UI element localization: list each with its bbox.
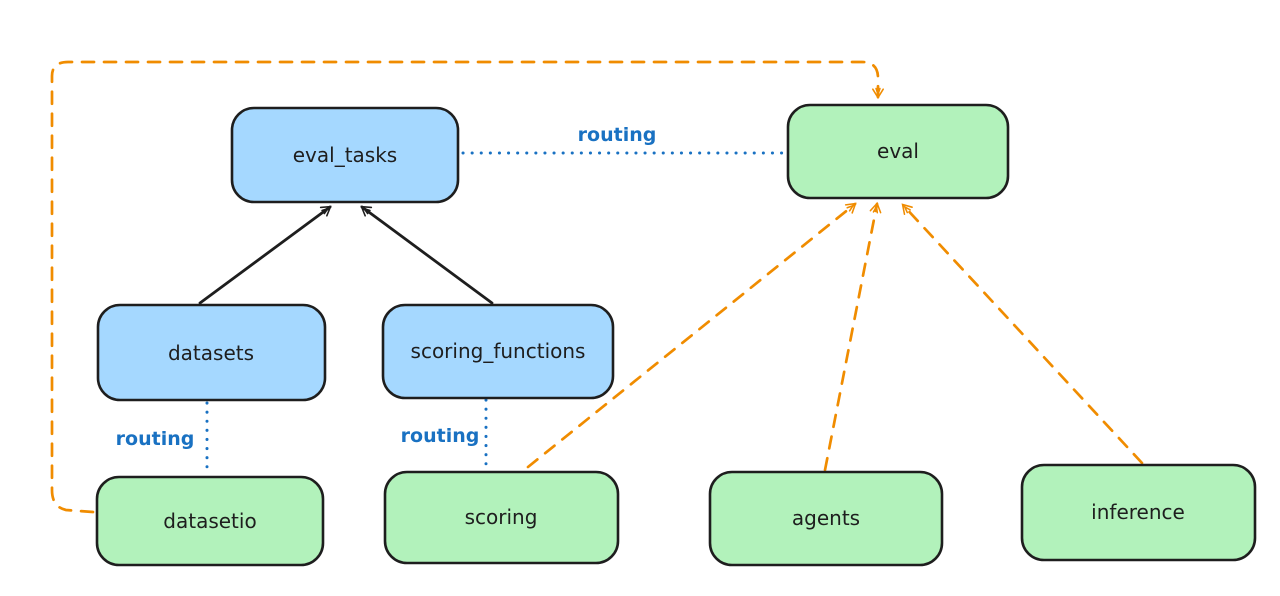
node-agents-box [708,470,944,567]
node-datasets-box [96,303,327,402]
edge-scoring-functions-to-eval-tasks [360,205,494,305]
node-scoring-box [383,470,620,565]
edge-inference-to-eval [901,203,1144,465]
node-agents: agents [708,470,944,567]
node-datasets-label: datasets [168,341,254,365]
node-agents-label: agents [792,506,860,530]
node-eval-tasks: eval_tasks [230,106,460,204]
edge-datasetio-to-eval [50,60,884,514]
node-eval: eval [786,103,1010,200]
node-scoring-label: scoring [465,505,538,529]
edge-scoring-to-eval [526,202,857,469]
routing-label-datasets-datasetio: routing [116,428,195,450]
node-eval-tasks-box [230,106,460,204]
node-scoring-functions-label: scoring_functions [411,339,586,363]
node-inference-label: inference [1091,500,1185,524]
node-scoring-functions: scoring_functions [381,303,615,400]
node-datasets: datasets [96,303,327,402]
routing-label-eval-tasks-eval: routing [578,124,657,146]
node-eval-box [786,103,1010,200]
node-scoring-functions-box [381,303,615,400]
node-eval-label: eval [877,139,919,163]
node-datasetio-box [95,475,325,567]
node-datasetio-label: datasetio [163,509,256,533]
node-datasetio: datasetio [95,475,325,567]
node-eval-tasks-label: eval_tasks [293,143,397,167]
edge-datasets-to-eval-tasks [198,205,332,305]
node-inference: inference [1020,463,1257,562]
routing-label-scoring-functions-scoring: routing [401,425,480,447]
edge-agents-to-eval [823,201,882,472]
node-inference-box [1020,463,1257,562]
node-scoring: scoring [383,470,620,565]
